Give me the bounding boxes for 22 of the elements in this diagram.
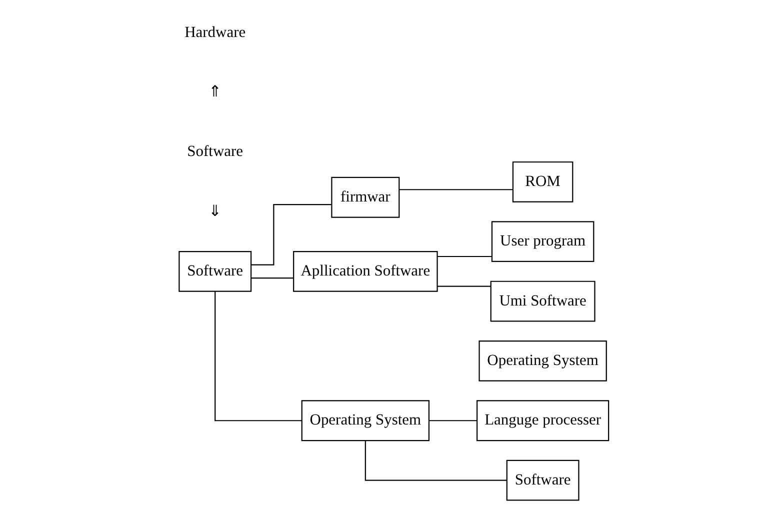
node-box: User program: [490, 221, 594, 262]
node-box: Software: [506, 460, 579, 501]
node-box: Apllication Software: [292, 250, 438, 292]
connector: [250, 204, 331, 266]
node-box: Umi Software: [490, 280, 595, 322]
label: Hardware: [184, 24, 246, 41]
connector: [398, 189, 512, 190]
connector: [428, 420, 476, 422]
node-box: Operating System: [300, 400, 430, 442]
node-box: Languge processer: [476, 400, 609, 442]
connector: [437, 286, 490, 287]
node-box: firmwar: [330, 176, 400, 218]
connector: [364, 440, 506, 481]
label: ⇑: [208, 83, 222, 100]
node-box: ROM: [512, 161, 573, 202]
connector: [250, 278, 293, 279]
node-box: Operating System: [478, 340, 606, 382]
label: ⇓: [208, 202, 222, 220]
label: Software: [186, 143, 243, 160]
connector: [214, 292, 302, 422]
node-box: Software: [178, 250, 252, 292]
connector: [437, 256, 492, 258]
